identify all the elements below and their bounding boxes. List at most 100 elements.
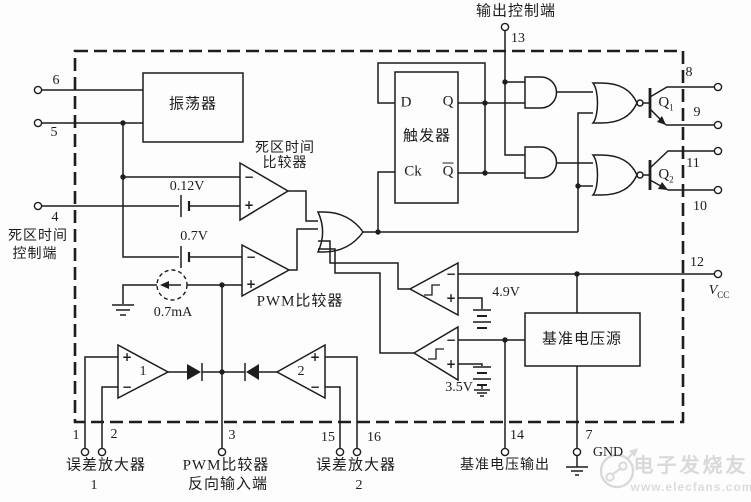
terminal-pin12 (713, 269, 723, 279)
terminal-pin16 (352, 447, 362, 457)
pin14-label: 14 (510, 428, 524, 443)
ref-out-label: 基准电压输出 (460, 458, 550, 473)
wire-d-feedback (377, 62, 486, 173)
dead-time-control-label-1: 死区时间 (8, 229, 68, 244)
flipflop-box (394, 71, 459, 204)
pin6-label: 6 (52, 73, 60, 88)
error-amp-2 (275, 343, 326, 400)
nor-gate-2 (591, 154, 638, 196)
pin4-label: 4 (51, 210, 59, 225)
wire-pin15 (325, 386, 341, 448)
pin13-label: 13 (511, 31, 525, 46)
ea2-plus-sign: + (309, 350, 321, 364)
dead-time-comparator (239, 161, 290, 222)
and-gate-2 (524, 146, 558, 179)
terminal-pin14 (500, 447, 510, 457)
hysteresis-icon-2 (428, 348, 444, 360)
pwm-inv-label-1: PWM比较器 (182, 457, 270, 474)
wire-pin13 (504, 31, 525, 156)
ref-voltage-box (524, 312, 641, 367)
oscillator-box (142, 72, 244, 143)
terminal-pin7 (572, 447, 582, 457)
ea2-title-num: 2 (355, 478, 363, 493)
transistor-q2 (648, 150, 714, 191)
ea2-number: 2 (297, 364, 305, 379)
pin12-label: 12 (690, 255, 704, 270)
value-3v5: 3.5V (445, 380, 473, 395)
pin1-label: 1 (72, 428, 80, 443)
pwm-plus-sign: + (245, 277, 257, 291)
dtc-label-2: 比较器 (262, 156, 308, 171)
nor1-bubble-icon (636, 99, 644, 107)
pin-terminals (33, 22, 723, 457)
wire-pin16 (325, 356, 358, 448)
ff-ck-label: Ck (404, 163, 422, 180)
schmitt-comparator-1 (408, 261, 459, 317)
oscillator-label: 振荡器 (168, 96, 218, 113)
transistor-q1 (648, 86, 714, 126)
pwm-comparator (241, 243, 291, 298)
current-source-icon (156, 269, 188, 301)
wire-dtc-out (288, 190, 318, 222)
schmitt2-plus-sign: + (445, 357, 457, 371)
hysteresis-icon-1 (424, 284, 440, 296)
pin10-label: 10 (693, 199, 707, 214)
schmitt-comparator-2 (412, 325, 459, 382)
value-0v7: 0.7V (180, 229, 208, 244)
value-0v7ma: 0.7mA (153, 305, 193, 320)
battery-0v7-icon (180, 246, 191, 268)
wire-ct-bus (122, 123, 179, 258)
pwm-minus-sign: − (245, 250, 257, 264)
ea1-title-num: 1 (90, 478, 98, 493)
q2-label: Q2 (658, 166, 674, 185)
and-gate-1 (524, 76, 558, 109)
watermark-brand: 电子发烧友 (633, 455, 749, 477)
gnd-label: GND (592, 445, 624, 460)
wire-pin2 (101, 386, 118, 448)
pwm-comparator-label: PWM比较器 (256, 293, 344, 310)
watermark-site: www.elecfans.com (630, 480, 751, 494)
dead-time-control-label-2: 控制端 (12, 247, 58, 262)
terminal-pin10 (713, 185, 723, 195)
pin7-label: 7 (585, 428, 593, 443)
dtc-minus-sign: − (243, 170, 255, 184)
wire-schmitt2-plus (458, 363, 483, 366)
output-control-label: 输出控制端 (475, 3, 557, 20)
battery-4v9-icon (473, 309, 491, 329)
terminal-pin1 (80, 447, 90, 457)
ea1-plus-sign: + (121, 350, 133, 364)
pwm-inv-label-2: 反向输入端 (187, 476, 269, 493)
terminal-pin8 (713, 82, 723, 92)
pin16-label: 16 (367, 430, 381, 445)
schmitt2-minus-sign: − (445, 333, 457, 347)
nor2-bubble-icon (636, 171, 644, 179)
ff-q-label: Q (442, 93, 454, 110)
terminal-pin9 (713, 120, 723, 130)
terminal-pin11 (713, 146, 723, 156)
ea2-title: 误差放大器 (315, 457, 397, 474)
value-0v12: 0.12V (169, 179, 205, 194)
value-4v9: 4.9V (492, 285, 520, 300)
wire-blank-1 (577, 112, 593, 232)
terminal-pin15 (335, 447, 345, 457)
ea1-minus-sign: − (121, 380, 133, 394)
pin11-label: 11 (686, 156, 700, 171)
ground-icon-left (112, 304, 134, 316)
wire-pwm-out (289, 228, 318, 271)
junction-dots (120, 79, 581, 375)
terminal-pin3 (217, 447, 227, 457)
diode-1-icon (187, 364, 201, 380)
ff-qbar-label: Q (442, 163, 454, 180)
schmitt1-minus-sign: − (445, 267, 457, 281)
nor-gate-1 (591, 82, 638, 124)
battery-0v12-icon (180, 195, 191, 217)
terminal-pin5 (33, 118, 43, 128)
watermark-logo-icon (599, 448, 638, 489)
terminal-pin4 (33, 201, 43, 211)
wire-pin1 (84, 356, 118, 448)
or-gate (316, 211, 364, 253)
dtc-plus-sign: + (243, 198, 255, 212)
wires (42, 31, 714, 476)
